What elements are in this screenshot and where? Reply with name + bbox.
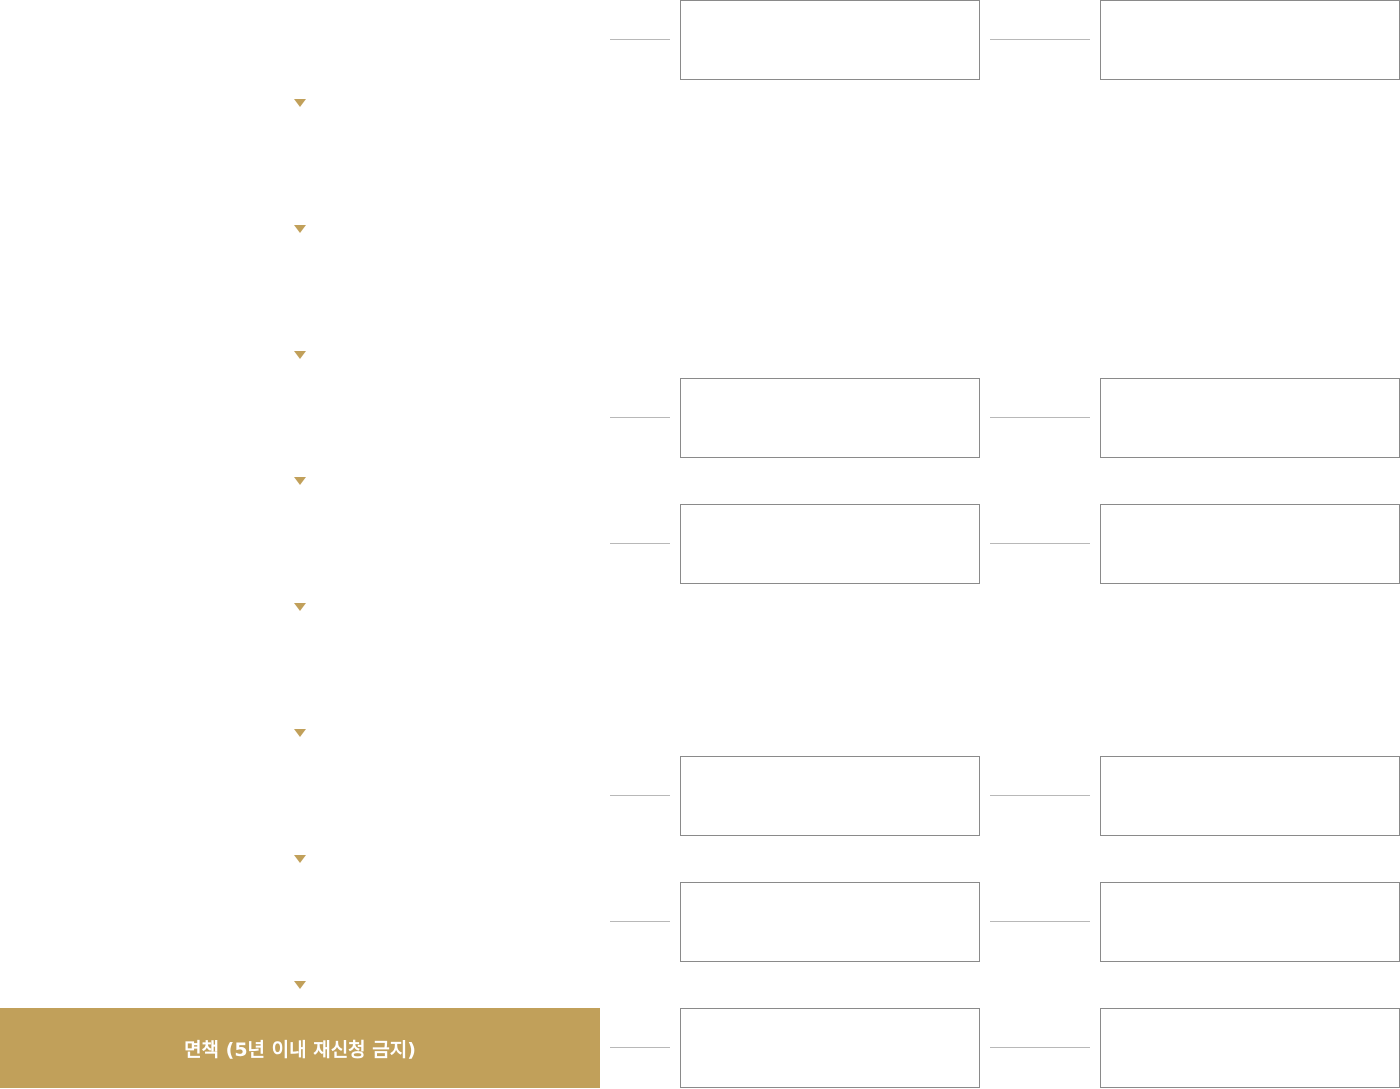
final-step-discharge: 면책 (5년 이내 재신청 금지) xyxy=(0,1008,600,1088)
branch-connector xyxy=(990,39,1090,40)
final-step-label: 면책 (5년 이내 재신청 금지) xyxy=(184,1038,416,1061)
branch-box-primary xyxy=(680,756,980,836)
branch-box-primary xyxy=(680,378,980,458)
flow-arrow-down-icon xyxy=(294,351,306,359)
flow-arrow-down-icon xyxy=(294,477,306,485)
branch-box-secondary xyxy=(1100,378,1400,458)
flow-arrow-down-icon xyxy=(294,225,306,233)
branch-connector xyxy=(610,543,670,544)
branch-connector xyxy=(610,39,670,40)
flow-arrow-down-icon xyxy=(294,603,306,611)
branch-connector xyxy=(990,543,1090,544)
branch-connector xyxy=(610,417,670,418)
branch-connector xyxy=(610,1047,670,1048)
branch-connector xyxy=(990,417,1090,418)
branch-connector xyxy=(610,921,670,922)
flow-arrow-down-icon xyxy=(294,855,306,863)
branch-box-secondary xyxy=(1100,0,1400,80)
branch-connector xyxy=(610,795,670,796)
branch-connector xyxy=(990,795,1090,796)
flow-arrow-down-icon xyxy=(294,99,306,107)
branch-box-primary xyxy=(680,0,980,80)
branch-box-secondary xyxy=(1100,756,1400,836)
flow-arrow-down-icon xyxy=(294,729,306,737)
branch-connector xyxy=(990,1047,1090,1048)
branch-box-primary xyxy=(680,882,980,962)
branch-box-secondary xyxy=(1100,882,1400,962)
branch-box-primary xyxy=(680,1008,980,1088)
flow-arrow-down-icon xyxy=(294,981,306,989)
branch-box-secondary xyxy=(1100,504,1400,584)
branch-connector xyxy=(990,921,1090,922)
branch-box-secondary xyxy=(1100,1008,1400,1088)
branch-box-primary xyxy=(680,504,980,584)
